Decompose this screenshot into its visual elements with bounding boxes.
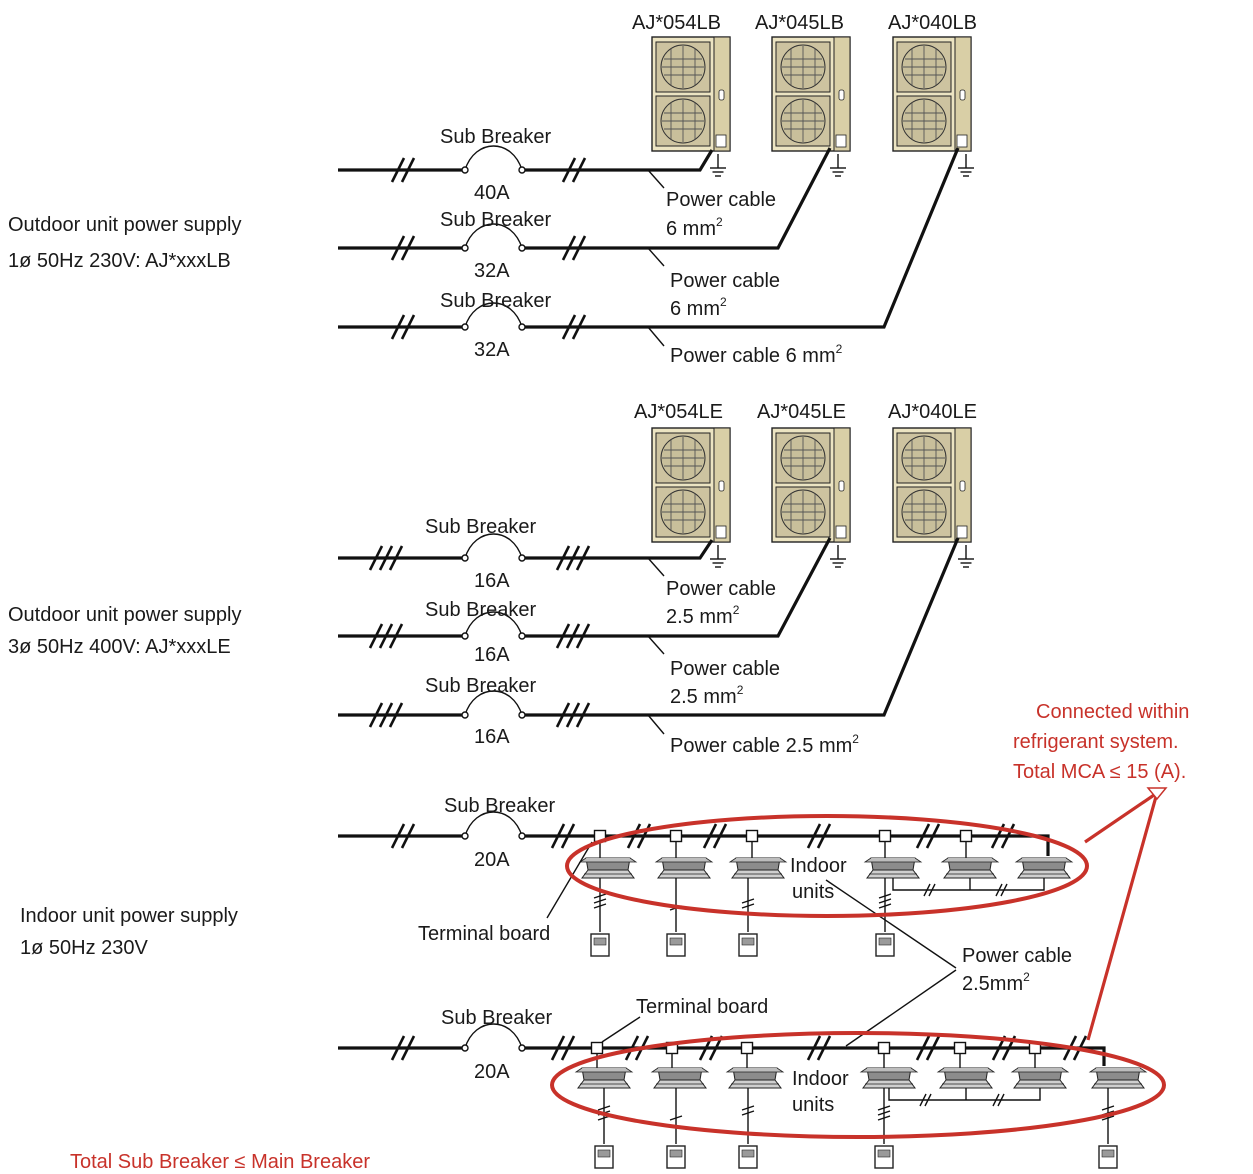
breaker-rating: 32A (474, 260, 510, 282)
terminal-board-block (959, 829, 973, 843)
red-note-line: Total MCA ≤ 15 (A). (1013, 761, 1186, 783)
remote-controller-icon (738, 933, 758, 957)
indoor-unit (579, 857, 637, 879)
breaker-rating: 16A (474, 570, 510, 592)
lb-model-3: AJ*040LB (888, 12, 977, 34)
terminal-board-block (590, 1041, 604, 1055)
indoor-unit (655, 857, 713, 879)
sub-breaker-label: Sub Breaker (444, 795, 556, 817)
outdoor-unit-lb-1 (651, 36, 731, 152)
terminal-board-block (745, 829, 759, 843)
indoor-unit (1011, 1067, 1069, 1089)
sub-breaker-label: Sub Breaker (425, 516, 537, 538)
terminal-board-label: Terminal board (418, 923, 550, 945)
remote-controller-icon (875, 933, 895, 957)
indoor-unit (864, 857, 922, 879)
outdoor-unit-lb-3 (892, 36, 972, 152)
breaker-rating: 32A (474, 339, 510, 361)
lb-model-1: AJ*054LB (632, 12, 721, 34)
sub-breaker-label: Sub Breaker (440, 126, 552, 148)
ground-icon (709, 544, 727, 568)
cable-label: Power cable (666, 578, 776, 600)
breaker-rating: 16A (474, 726, 510, 748)
breaker-rating: 20A (474, 1061, 510, 1083)
cable-label: Power cable (666, 189, 776, 211)
indoor-units-label: Indoor (792, 1068, 849, 1090)
remote-controller-icon (590, 933, 610, 957)
sub-breaker-label: Sub Breaker (441, 1007, 553, 1029)
breaker-rating: 16A (474, 644, 510, 666)
indoor-supply-label: Indoor unit power supply (20, 905, 238, 927)
cable-label: Power cable (670, 658, 780, 680)
ground-icon (709, 153, 727, 177)
lb-supply-label: Outdoor unit power supply (8, 214, 241, 236)
refrigerant-system-ellipse (565, 814, 1089, 918)
terminal-board-label: Terminal board (636, 996, 768, 1018)
indoor-unit (575, 1067, 633, 1089)
cable-size: 6 mm2 (670, 295, 727, 320)
sub-breaker-label: Sub Breaker (440, 209, 552, 231)
terminal-board-block (740, 1041, 754, 1055)
outdoor-unit-le-3 (892, 427, 972, 543)
cable-label: Power cable (962, 945, 1072, 967)
le-model-3: AJ*040LE (888, 401, 977, 423)
indoor-unit (726, 1067, 784, 1089)
ground-icon (957, 153, 975, 177)
sub-breaker-label: Sub Breaker (425, 599, 537, 621)
ground-icon (957, 544, 975, 568)
cable-size: Power cable 6 mm2 (670, 342, 843, 367)
lb-model-2: AJ*045LB (755, 12, 844, 34)
red-note-line: Connected within (1036, 701, 1189, 723)
sub-breaker-label: Sub Breaker (425, 675, 537, 697)
refrigerant-system-ellipse (550, 1031, 1166, 1139)
outdoor-unit-lb-2 (771, 36, 851, 152)
terminal-board-block (669, 829, 683, 843)
cable-size: Power cable 2.5 mm2 (670, 732, 859, 757)
lb-supply-spec: 1ø 50Hz 230V: AJ*xxxLB (8, 250, 231, 272)
remote-controller-icon (594, 1145, 614, 1169)
breaker-rating: 40A (474, 182, 510, 204)
indoor-units-label: Indoor (790, 855, 847, 877)
breaker-rating: 20A (474, 849, 510, 871)
outdoor-unit-le-2 (771, 427, 851, 543)
red-note-line: refrigerant system. (1013, 731, 1179, 753)
indoor-unit (651, 1067, 709, 1089)
indoor-unit (937, 1067, 995, 1089)
indoor-unit (1015, 857, 1073, 879)
footer-note: Total Sub Breaker ≤ Main Breaker (70, 1151, 370, 1173)
cable-label: Power cable (670, 270, 780, 292)
terminal-board-block (953, 1041, 967, 1055)
terminal-board-block (877, 1041, 891, 1055)
indoor-units-label: units (792, 1094, 834, 1116)
sub-breaker-label: Sub Breaker (440, 290, 552, 312)
cable-size: 6 mm2 (666, 215, 723, 240)
le-supply-spec: 3ø 50Hz 400V: AJ*xxxLE (8, 636, 231, 658)
remote-controller-icon (738, 1145, 758, 1169)
remote-controller-icon (666, 1145, 686, 1169)
ground-icon (829, 153, 847, 177)
lb-group: Outdoor unit power supply 1ø 50Hz 230V: … (8, 12, 977, 367)
cable-size: 2.5 mm2 (666, 603, 740, 628)
cable-size: 2.5mm2 (962, 970, 1030, 995)
le-supply-label: Outdoor unit power supply (8, 604, 241, 626)
remote-controller-icon (874, 1145, 894, 1169)
indoor-unit (941, 857, 999, 879)
indoor-unit (729, 857, 787, 879)
indoor-unit (1089, 1067, 1147, 1089)
indoor-unit (860, 1067, 918, 1089)
le-group: Outdoor unit power supply 3ø 50Hz 400V: … (8, 401, 977, 757)
indoor-supply-spec: 1ø 50Hz 230V (20, 937, 149, 959)
le-model-2: AJ*045LE (757, 401, 846, 423)
remote-controller-icon (666, 933, 686, 957)
outdoor-unit-le-1 (651, 427, 731, 543)
indoor-units-label: units (792, 881, 834, 903)
le-model-1: AJ*054LE (634, 401, 723, 423)
terminal-board-block (878, 829, 892, 843)
cable-size: 2.5 mm2 (670, 683, 744, 708)
indoor-group: Indoor unit power supply 1ø 50Hz 230V Su… (20, 701, 1189, 1169)
remote-controller-icon (1098, 1145, 1118, 1169)
ground-icon (829, 544, 847, 568)
